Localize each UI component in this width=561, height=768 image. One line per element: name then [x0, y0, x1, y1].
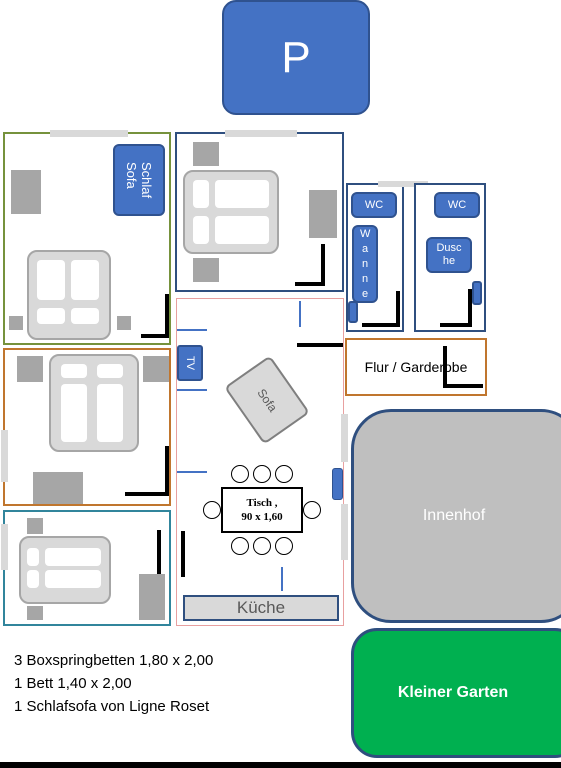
parking-label: P: [281, 32, 311, 82]
window: [1, 524, 8, 570]
chair: [231, 537, 249, 555]
double-bed: [27, 250, 111, 340]
single-bed: [19, 536, 111, 604]
wardrobe: [139, 574, 165, 620]
parking-sign: P: [222, 0, 370, 115]
door: [157, 530, 161, 574]
nightstand: [27, 518, 43, 534]
wc-label: WC: [364, 199, 384, 211]
kitchen-counter: Küche: [183, 595, 339, 621]
nightstand: [27, 606, 43, 620]
schlafsofa: Schlaf Sofa: [113, 144, 165, 216]
note-line: 3 Boxspringbetten 1,80 x 2,00: [14, 652, 214, 669]
door: [181, 531, 185, 577]
wc-toilet: WC: [434, 192, 480, 218]
door: [125, 492, 169, 496]
note-line: 1 Bett 1,40 x 2,00: [14, 675, 132, 692]
tisch-label: Tisch , 90 x 1,60: [241, 497, 283, 523]
wall-line: [299, 301, 301, 327]
wardrobe: [309, 190, 337, 238]
door: [447, 384, 483, 388]
window: [1, 430, 8, 482]
door: [468, 289, 472, 327]
note-line: 1 Schlafsofa von Ligne Roset: [14, 698, 210, 715]
flur-label: Flur / Garderobe: [364, 359, 468, 375]
door: [141, 334, 169, 338]
chair: [253, 537, 271, 555]
chair: [275, 465, 293, 483]
living-kitchen: TV Sofa Tisch , 90 x 1,60 Küche: [176, 298, 344, 626]
sink: [348, 301, 358, 323]
flur-garderobe: Flur / Garderobe: [345, 338, 487, 396]
nightstand: [11, 170, 41, 214]
bathroom-2: WC Dusc he: [414, 183, 486, 332]
kleiner-garten: Kleiner Garten: [351, 628, 561, 758]
door: [295, 282, 325, 286]
door: [165, 294, 169, 338]
wc-label: WC: [447, 199, 467, 211]
kueche-label: Küche: [236, 598, 286, 617]
bottom-bar: [0, 762, 561, 768]
sofa-label: Sofa: [254, 385, 280, 415]
wc-toilet: WC: [351, 192, 397, 218]
double-bed: [49, 354, 139, 452]
bathroom-1: WC Wanne: [346, 181, 428, 332]
desk: [33, 472, 83, 504]
garten-label: Kleiner Garten: [397, 684, 509, 701]
window: [341, 504, 348, 560]
door: [362, 323, 400, 327]
chair: [303, 501, 321, 519]
dusche-label: Dusc he: [436, 242, 462, 267]
double-bed: [183, 170, 279, 254]
nightstand: [143, 356, 169, 382]
chair: [253, 465, 271, 483]
door: [165, 446, 169, 496]
window: [50, 130, 128, 137]
nightstand: [17, 356, 43, 382]
window: [225, 130, 297, 137]
nightstand: [193, 258, 219, 282]
schlafsofa-label: Schlaf Sofa: [124, 161, 154, 199]
chair: [275, 537, 293, 555]
nightstand: [9, 316, 23, 330]
window: [378, 181, 428, 187]
innenhof-label: Innenhof: [422, 507, 486, 524]
door: [396, 291, 400, 327]
entrance-door: [332, 468, 343, 500]
wanne-label: Wanne: [360, 227, 371, 300]
sofa: Sofa: [223, 355, 311, 445]
door: [297, 343, 343, 347]
bedroom-2: [175, 130, 344, 292]
bedroom-1: Schlaf Sofa: [3, 130, 171, 345]
furniture-notes: 3 Boxspringbetten 1,80 x 2,00 1 Bett 1,4…: [14, 649, 334, 718]
wall-line: [177, 389, 207, 391]
sink: [472, 281, 482, 305]
innenhof: Innenhof: [351, 409, 561, 623]
door: [440, 323, 472, 327]
door: [321, 244, 325, 286]
tv: TV: [177, 345, 203, 381]
bedroom-4: [1, 510, 171, 626]
nightstand: [117, 316, 131, 330]
wall-line: [177, 329, 207, 331]
wall-line: [177, 471, 207, 473]
dining-table: Tisch , 90 x 1,60: [221, 487, 303, 533]
bathtub: Wanne: [352, 225, 378, 303]
shower: Dusc he: [426, 237, 472, 273]
chair: [231, 465, 249, 483]
bedroom-3: [1, 348, 171, 506]
tv-label: TV: [184, 355, 196, 371]
nightstand: [193, 142, 219, 166]
wall-line: [281, 567, 283, 591]
door: [443, 346, 447, 388]
window: [341, 414, 348, 462]
chair: [203, 501, 221, 519]
